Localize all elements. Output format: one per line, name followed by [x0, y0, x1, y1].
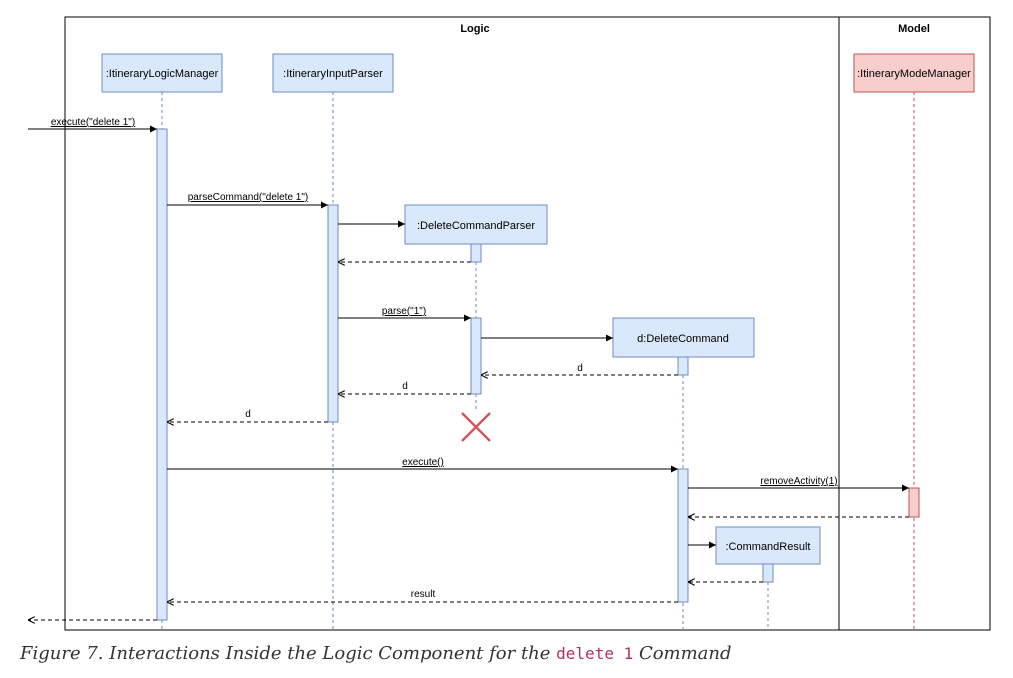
activation-logic-manager — [156, 128, 168, 621]
model-frame-label: Model — [898, 23, 930, 35]
participant-label-input-parser: :ItineraryInputParser — [283, 68, 383, 80]
activation-delete-command-2 — [677, 468, 689, 603]
activation-model-manager — [908, 487, 920, 518]
caption-prefix: Figure 7. Interactions Inside the Logic … — [20, 643, 557, 664]
message-label-parse: parse("1") — [382, 306, 426, 317]
participant-box-input-parser — [272, 53, 394, 93]
participant-label-delete-command: d:DeleteCommand — [637, 333, 729, 345]
message-label-return-d-3: d — [245, 409, 251, 420]
message-label-remove-activity: removeActivity(1) — [760, 476, 837, 487]
activation-delete-command-parser-2 — [470, 317, 482, 395]
message-label-return-d-1: d — [577, 363, 583, 374]
message-label-execute-delete: execute("delete 1") — [51, 117, 135, 128]
activation-delete-command-1 — [677, 356, 689, 376]
sequence-diagram: Logic Model :ItineraryLogicManager :Itin… — [28, 16, 991, 631]
caption-code: delete 1 — [556, 644, 634, 663]
activation-delete-command-parser-1 — [470, 243, 482, 263]
participant-box-logic-manager — [101, 53, 223, 93]
message-label-return-d-2: d — [402, 381, 408, 392]
participant-label-logic-manager: :ItineraryLogicManager — [106, 68, 219, 80]
message-label-parse-command: parseCommand("delete 1") — [188, 192, 309, 203]
figure-caption: Figure 7. Interactions Inside the Logic … — [20, 643, 732, 664]
participant-box-delete-command-parser — [404, 204, 548, 245]
caption-suffix: Command — [633, 643, 732, 664]
model-frame — [838, 16, 991, 631]
activation-command-result — [762, 563, 774, 583]
message-label-result: result — [411, 589, 436, 600]
participant-box-model-manager — [853, 53, 975, 93]
message-label-execute: execute() — [402, 457, 444, 468]
participant-label-delete-command-parser: :DeleteCommandParser — [417, 220, 535, 232]
logic-frame-label: Logic — [460, 23, 489, 35]
activation-input-parser — [327, 204, 339, 423]
participant-label-model-manager: :ItineraryModeManager — [857, 68, 971, 80]
destroy-mark — [461, 412, 491, 442]
participant-label-command-result: :CommandResult — [726, 541, 811, 553]
